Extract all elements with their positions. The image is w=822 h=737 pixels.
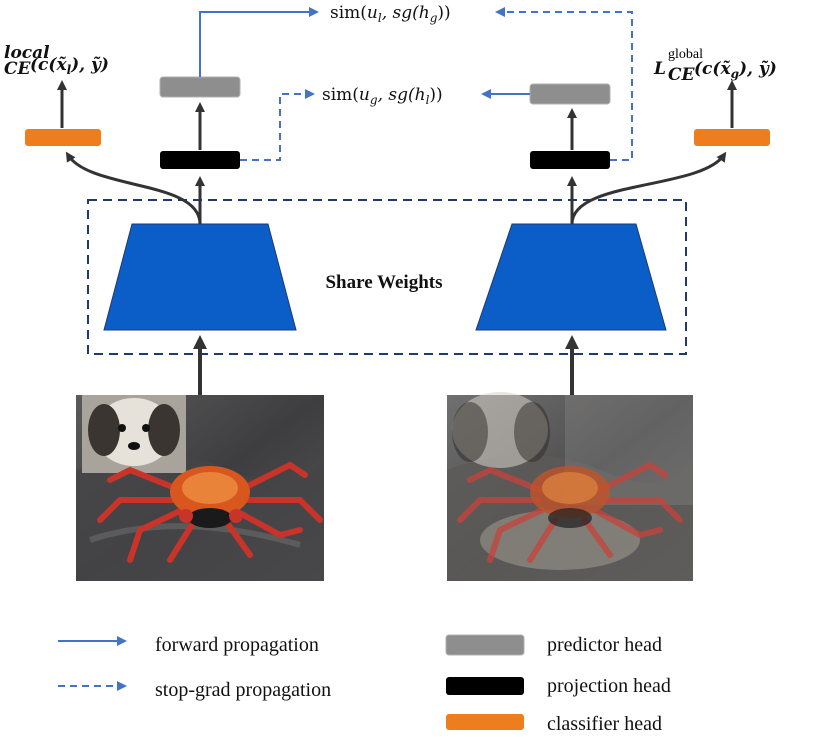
- legend-classifier-swatch: [446, 714, 524, 730]
- left-projection-stopgrad-arrow: [240, 89, 315, 161]
- svg-text:local: local: [4, 43, 50, 63]
- svg-text:(c(x̃l), ỹ): (c(x̃l), ỹ): [30, 55, 109, 77]
- legend-projection-label: projection head: [547, 675, 671, 697]
- legend: forward propagation stop-grad propagatio…: [58, 634, 671, 735]
- svg-text:(c(x̃g), ỹ): (c(x̃g), ỹ): [694, 59, 777, 81]
- right-predictor-head: [529, 83, 611, 105]
- legend-predictor-label: predictor head: [547, 634, 662, 656]
- legend-predictor-swatch: [445, 634, 525, 656]
- share-weights-box: [87, 199, 687, 355]
- left-predictor-to-sim-arrow: [199, 7, 319, 77]
- share-weights-title: Share Weights: [325, 272, 442, 293]
- right-image: [447, 392, 693, 581]
- left-projection-head: [160, 151, 240, 169]
- legend-forward-label: forward propagation: [155, 634, 319, 656]
- left-encoder: [103, 223, 297, 331]
- svg-text:global: global: [668, 47, 703, 62]
- svg-text:CE: CE: [4, 59, 32, 79]
- right-projection-stopgrad-arrow: [495, 7, 633, 161]
- svg-text:L: L: [653, 59, 666, 79]
- right-classifier-head: [694, 129, 770, 146]
- legend-projection-swatch: [446, 677, 524, 695]
- sim-top-label: sim(ul, sg(hg)): [330, 3, 451, 25]
- sim-mid-label: sim(ug, sg(hl)): [322, 85, 443, 107]
- left-classifier-head: [25, 129, 101, 146]
- legend-stopgrad-label: stop-grad propagation: [155, 679, 331, 701]
- svg-text:CE: CE: [668, 65, 696, 85]
- legend-classifier-label: classifier head: [547, 713, 662, 735]
- right-encoder: [475, 223, 667, 331]
- left-predictor-head: [159, 76, 241, 98]
- right-encoder-to-classifier-arrow: [570, 151, 727, 225]
- left-encoder-to-classifier-arrow: [65, 151, 202, 225]
- local-loss-label: local CE (c(x̃l), ỹ): [4, 43, 109, 79]
- left-image: [76, 395, 324, 581]
- global-loss-label: L global CE (c(x̃g), ỹ): [653, 47, 777, 85]
- right-projection-head: [530, 151, 610, 169]
